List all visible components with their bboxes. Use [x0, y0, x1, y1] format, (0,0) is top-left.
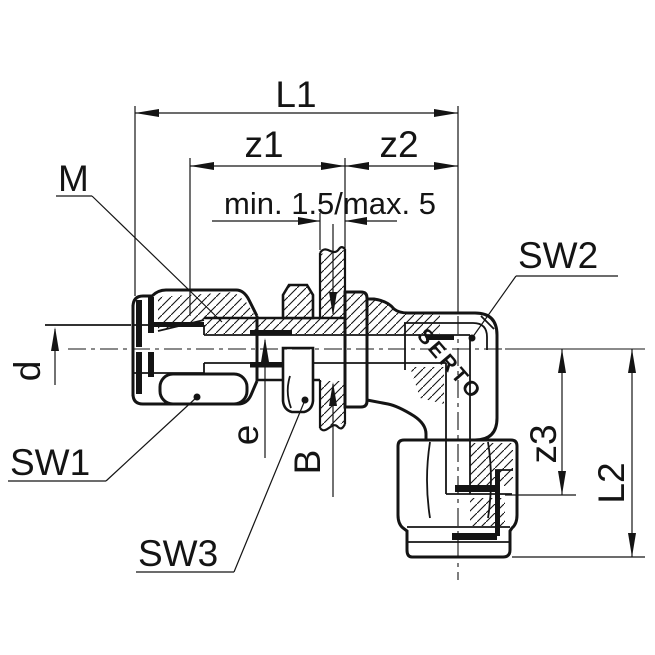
union-nut-sw1 [131, 288, 259, 406]
dimension-arrows [51, 109, 636, 557]
elbow-corner-hatch [410, 367, 444, 404]
elbow-body [366, 297, 499, 442]
sw2-dot [468, 334, 476, 342]
dimension-lines [8, 106, 645, 573]
leader-dots [193, 334, 476, 404]
clamp-range-note: min. 1.5/max. 5 [224, 186, 436, 221]
nut-section-hatch [158, 292, 255, 331]
nut-hex-flat [158, 372, 249, 406]
dim-label-l1: L1 [275, 74, 316, 115]
sw1-dot [193, 393, 201, 401]
lower-nut-sw2 [396, 438, 519, 559]
lower-nut-hatch-a [470, 443, 513, 486]
nut-bottom-profile [131, 380, 259, 406]
dim-label-z2: z2 [379, 124, 418, 165]
sw3-dot [301, 396, 309, 404]
wrench-label-sw1: SW1 [10, 442, 90, 483]
dim-label-b: B [287, 450, 328, 475]
wrench-label-sw3: SW3 [138, 533, 218, 574]
stud-section-hatch [204, 319, 345, 334]
panel-break-top [319, 246, 346, 254]
thread-label-m: M [58, 158, 89, 199]
panel-break-bottom [319, 423, 346, 432]
fitting-outline [45, 246, 519, 559]
internal-lines [45, 315, 513, 543]
ferrule-marks [136, 297, 500, 540]
nut-top-profile [131, 288, 259, 317]
dim-label-z1: z1 [244, 124, 283, 165]
dim-label-l2: L2 [591, 462, 632, 503]
centerlines [68, 316, 645, 580]
dim-label-z3: z3 [523, 424, 564, 463]
lock-nut-sw3 [281, 283, 315, 414]
dim-label-e: e [225, 425, 266, 446]
wrench-label-sw2: SW2 [518, 235, 598, 276]
dim-label-d: d [7, 361, 48, 382]
